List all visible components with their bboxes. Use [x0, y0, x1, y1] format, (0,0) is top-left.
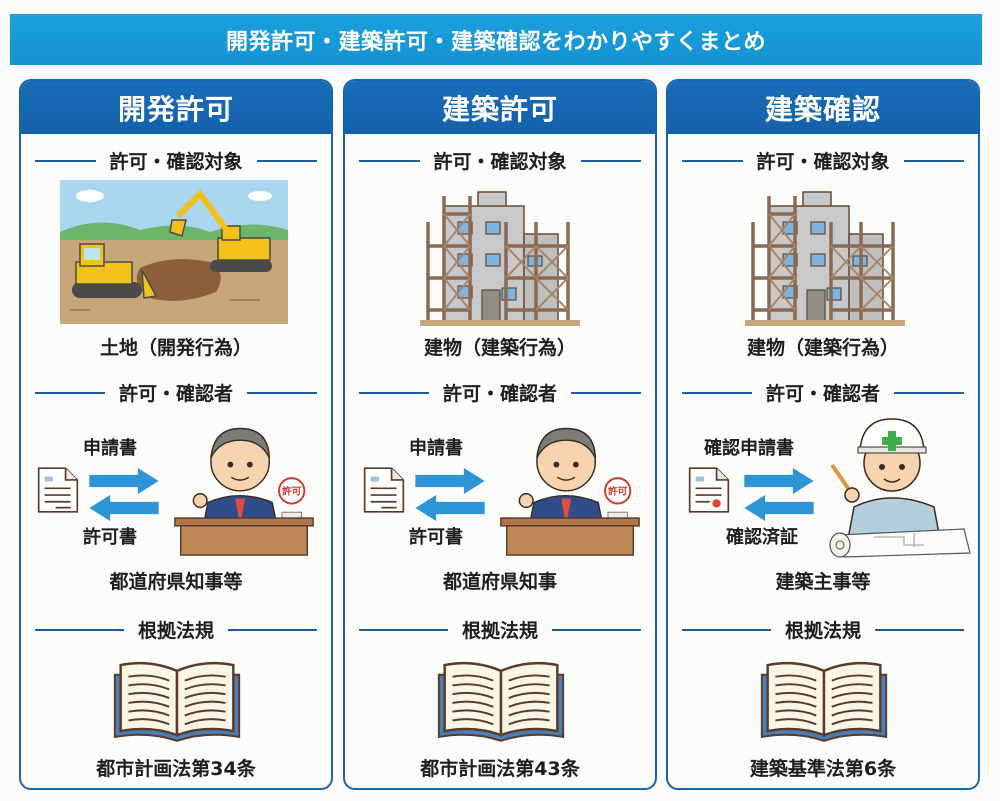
arrow-right-icon [83, 468, 165, 494]
governor-at-desk-icon [171, 411, 317, 557]
section-law-heading: 根拠法規 [668, 616, 978, 643]
open-book-icon [433, 657, 569, 745]
section-target-heading: 許可・確認対象 [21, 147, 331, 174]
target-label: 建物（建築行為） [423, 337, 576, 359]
send-label: 申請書 [409, 438, 463, 459]
building-under-construction-icon [420, 186, 580, 326]
arrow-left-icon [738, 495, 820, 521]
document-icon [363, 465, 405, 515]
column-development-permit: 開発許可 許可・確認対象 土地（開発行為） 許可・確認者 申請書 許可書 都道府… [19, 79, 333, 790]
page-title: 開発許可・建築許可・建築確認をわかりやすくまとめ [10, 14, 982, 65]
column-header: 建築確認 [668, 81, 978, 134]
authority-label: 都道府県知事 [442, 571, 557, 593]
document-with-seal-icon [688, 465, 730, 515]
section-law-heading: 根拠法規 [21, 616, 331, 643]
section-law-heading: 根拠法規 [345, 616, 655, 643]
section-authority-heading: 許可・確認者 [668, 379, 978, 406]
governor-at-desk-icon [497, 411, 643, 557]
arrow-right-icon [409, 468, 491, 494]
send-label: 確認申請書 [704, 438, 794, 459]
return-label: 許可書 [409, 527, 463, 548]
open-book-icon [109, 657, 245, 745]
section-target-heading: 許可・確認対象 [668, 147, 978, 174]
divider [35, 159, 96, 162]
arrow-left-icon [409, 495, 491, 521]
building-official-with-plans-icon [814, 403, 974, 563]
divider [256, 159, 318, 162]
arrow-left-icon [83, 495, 165, 521]
return-label: 確認済証 [726, 527, 798, 548]
law-label: 建築基準法第6条 [749, 758, 897, 780]
authority-label: 都道府県知事等 [109, 571, 243, 593]
law-label: 都市計画法第43条 [420, 758, 580, 780]
column-header: 建築許可 [345, 81, 655, 134]
section-authority-heading: 許可・確認者 [345, 379, 655, 406]
arrow-right-icon [738, 468, 820, 494]
column-building-permit: 建築許可 許可・確認対象 建物（建築行為） 許可・確認者 申請書 許可書 都道府… [343, 79, 657, 790]
return-label: 許可書 [83, 527, 137, 548]
column-building-confirmation: 建築確認 許可・確認対象 建物（建築行為） 許可・確認者 確認申請書 確認済証 … [666, 79, 980, 790]
law-label: 都市計画法第34条 [96, 758, 256, 780]
excavation-site-icon [60, 180, 288, 324]
document-icon [37, 465, 79, 515]
section-target-heading: 許可・確認対象 [345, 147, 655, 174]
authority-label: 建築主事等 [775, 571, 871, 593]
building-under-construction-icon [745, 186, 905, 326]
open-book-icon [756, 657, 892, 745]
column-header: 開発許可 [21, 81, 331, 134]
target-label: 建物（建築行為） [746, 337, 899, 359]
section-authority-heading: 許可・確認者 [21, 379, 331, 406]
target-label: 土地（開発行為） [99, 337, 252, 359]
send-label: 申請書 [83, 438, 137, 459]
